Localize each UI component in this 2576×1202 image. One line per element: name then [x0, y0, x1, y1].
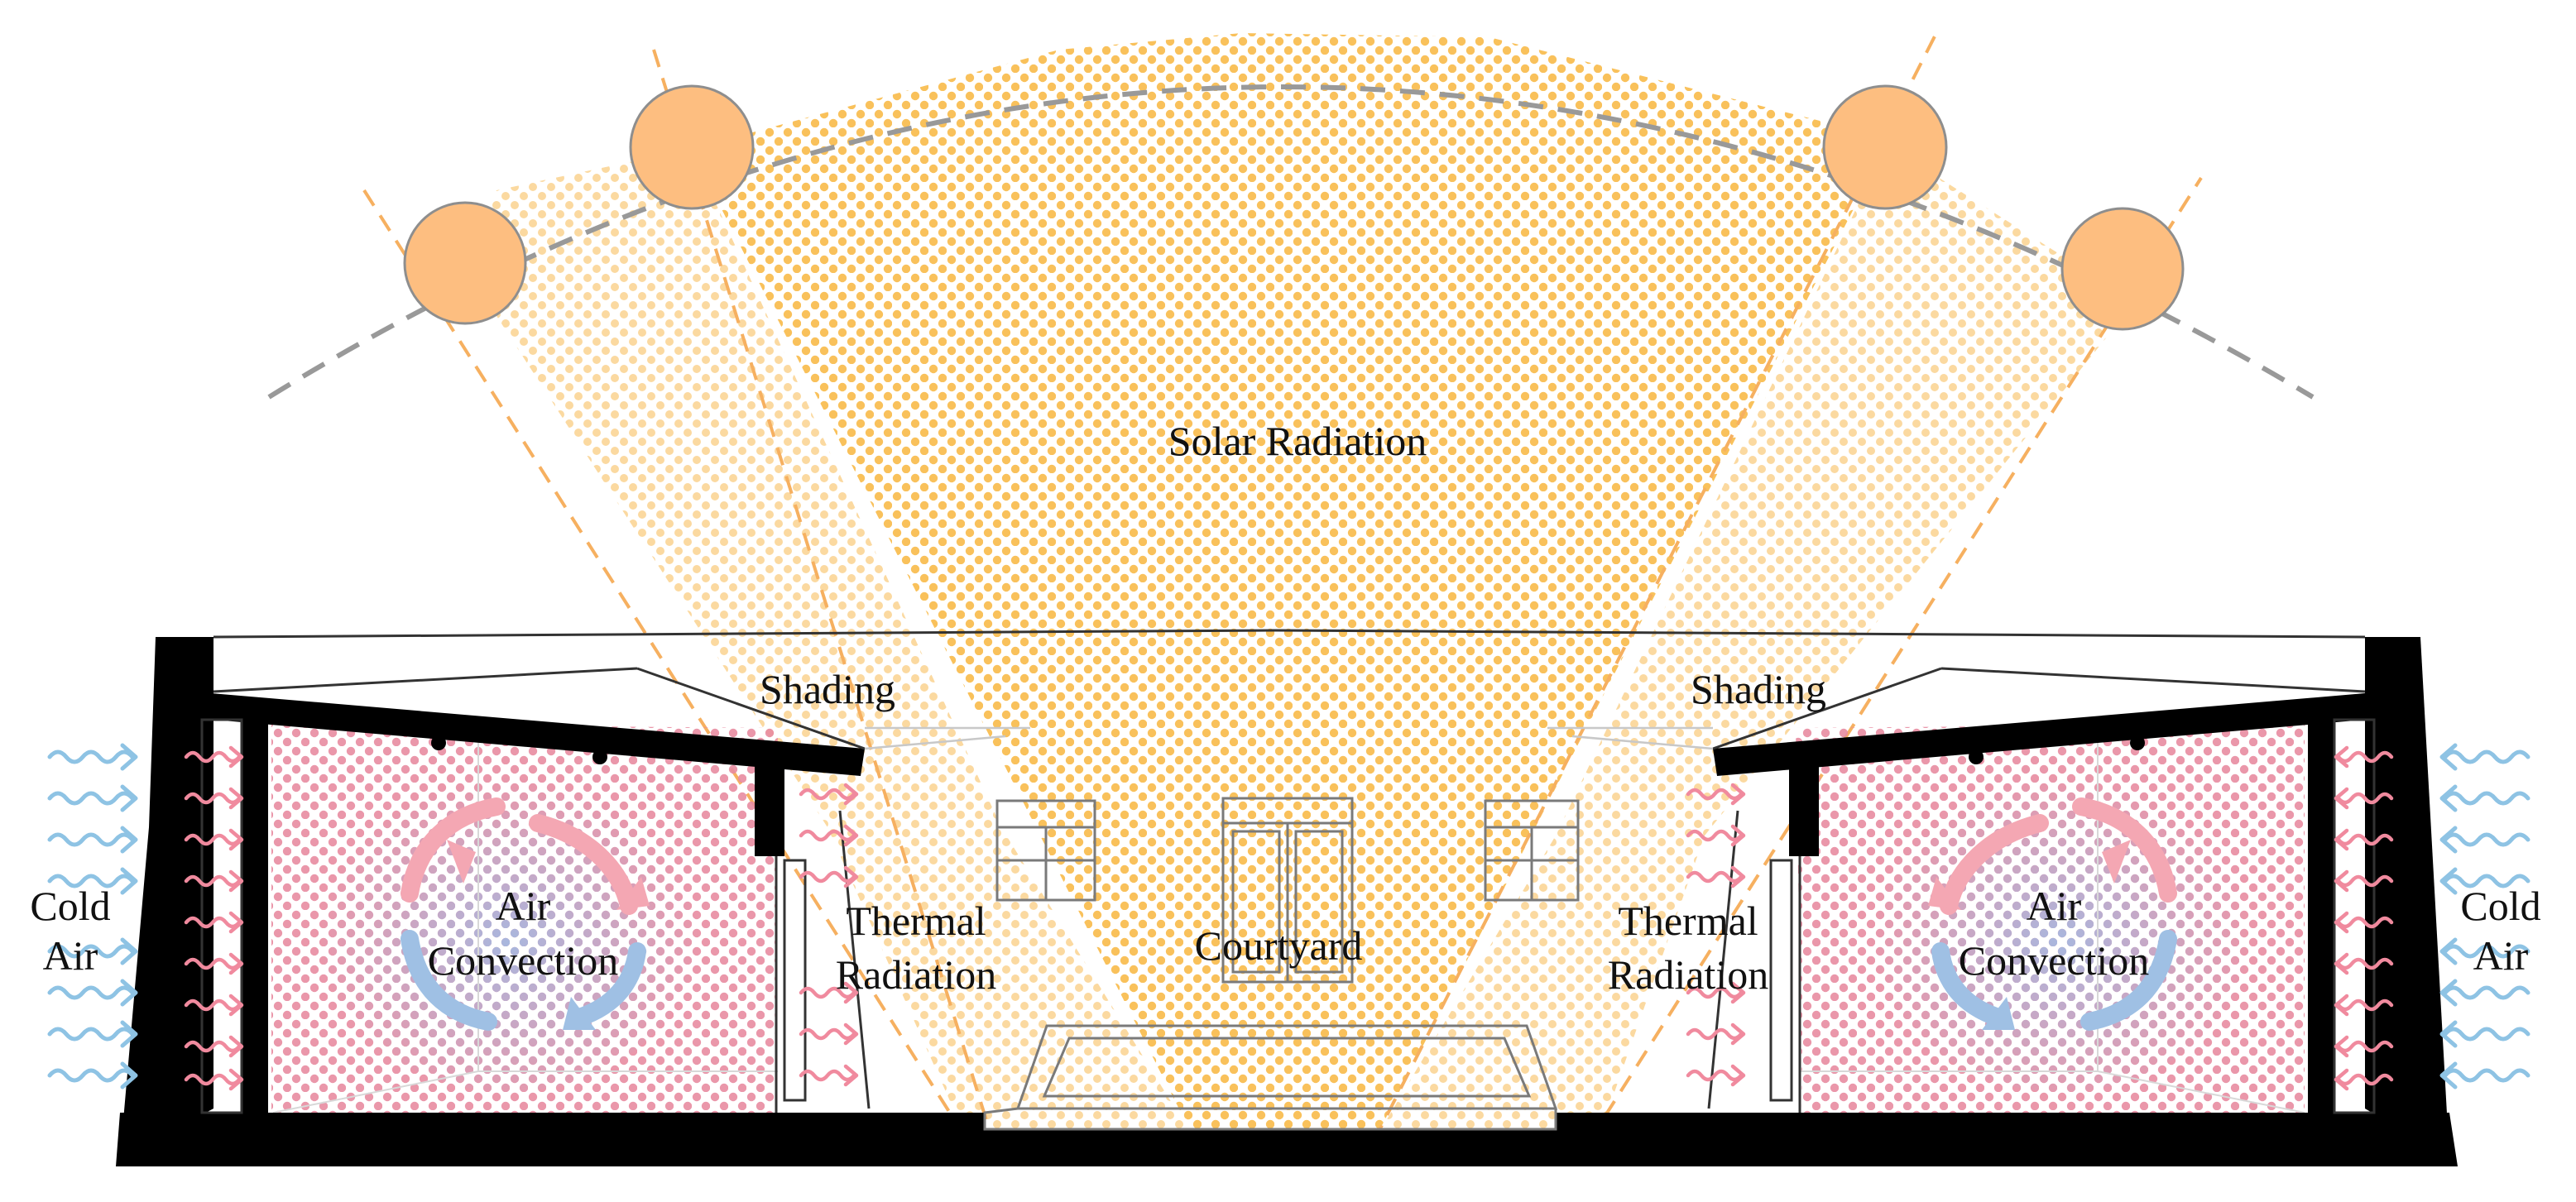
- thermal-radiation-label-right-line1: Thermal: [1618, 898, 1758, 944]
- roof-outline: [213, 629, 2366, 750]
- courtyard-label: Courtyard: [1195, 922, 1363, 969]
- cold-air-label-right-line1: Cold: [2460, 883, 2540, 929]
- side-wall-windows: [200, 718, 2376, 1114]
- cold-air-label-left-line1: Cold: [30, 883, 110, 929]
- shading-label-right: Shading: [1691, 666, 1826, 712]
- cold-air-label-right-line2: Air: [2473, 932, 2529, 979]
- air-convection-label-left-line1: Air: [496, 883, 551, 929]
- solar-radiation-label: Solar Radiation: [1168, 418, 1427, 464]
- sun-icon: [629, 84, 755, 210]
- air-convection-label-right-line2: Convection: [1959, 937, 2150, 984]
- right-room: [1796, 724, 2305, 1113]
- solar-radiation-beams: [362, 32, 2203, 1143]
- building-section: [116, 637, 2458, 1166]
- air-convection-label-right-line1: Air: [2027, 883, 2082, 929]
- shading-label-left: Shading: [760, 666, 895, 712]
- shading-eaves: [864, 726, 1714, 750]
- sun-positions: [403, 84, 2185, 331]
- sun-icon: [1822, 84, 1948, 210]
- cold-air-label-left-line2: Air: [43, 932, 98, 979]
- air-convection-label-left-line2: Convection: [428, 937, 619, 984]
- sun-icon: [403, 201, 527, 325]
- sun-icon: [2060, 207, 2185, 331]
- thermal-radiation-label-left-line2: Radiation: [836, 951, 996, 998]
- courtyard-facade: [983, 797, 1580, 1131]
- left-room: [271, 724, 778, 1113]
- sun-path-arc: [267, 84, 2315, 400]
- thermal-radiation-label-right-line2: Radiation: [1608, 951, 1768, 998]
- thermal-radiation-label-left-line1: Thermal: [846, 898, 986, 944]
